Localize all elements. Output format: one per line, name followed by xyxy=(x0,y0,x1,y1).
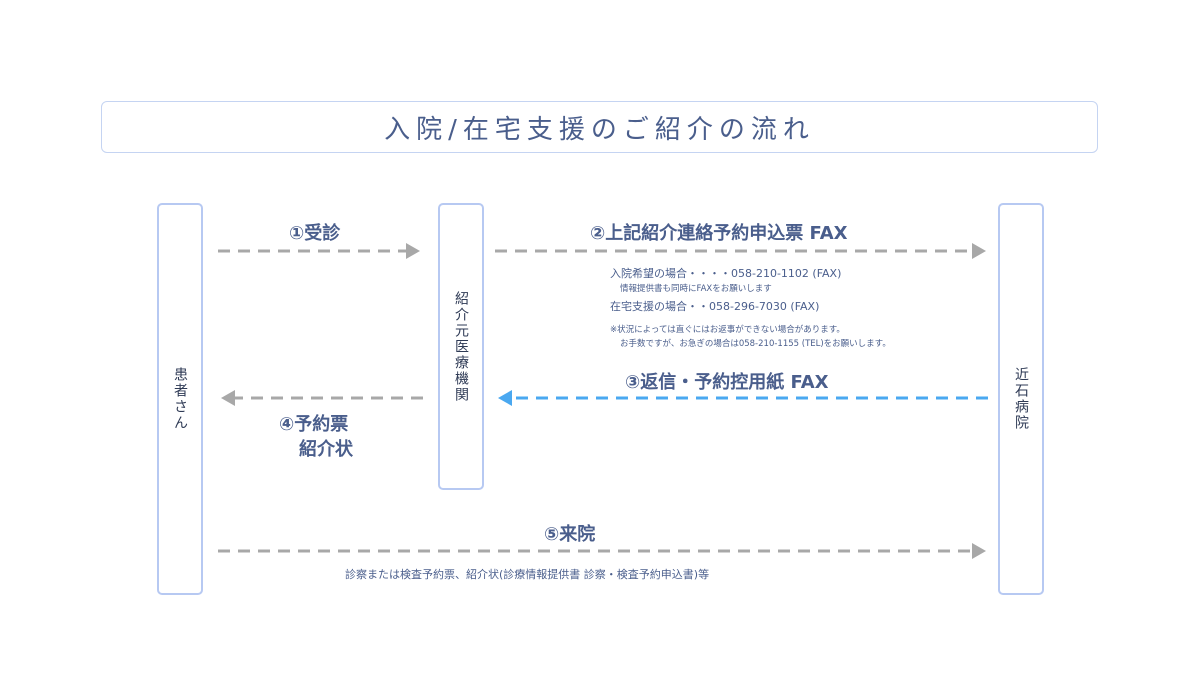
admission-fax-note: 入院希望の場合・・・・058-210-1102 (FAX) xyxy=(610,267,842,280)
admission-sub-note: 情報提供書も同時にFAXをお願いします xyxy=(620,284,772,294)
home-support-fax-note: 在宅支援の場合・・058-296-7030 (FAX) xyxy=(610,300,820,313)
actor-patient-label: 患者さん xyxy=(172,367,188,431)
page-title: 入院/在宅支援のご紹介の流れ xyxy=(384,114,815,145)
step5-label: ⑤来院 xyxy=(544,524,596,545)
actor-clinic-label: 紹介元医療機関 xyxy=(453,290,469,403)
step1-label: ①受診 xyxy=(289,223,341,244)
actor-referring-clinic: 紹介元医療機関 xyxy=(438,203,484,490)
actor-hospital-label: 近石病院 xyxy=(1013,367,1029,431)
arrow-step1 xyxy=(218,243,420,259)
actor-hospital: 近石病院 xyxy=(998,203,1044,595)
arrow-step2 xyxy=(495,243,986,259)
title-box: 入院/在宅支援のご紹介の流れ xyxy=(101,101,1098,153)
arrow-step5 xyxy=(218,543,986,559)
caution-note-line2: お手数ですが、お急ぎの場合は058-210-1155 (TEL)をお願いします。 xyxy=(620,339,891,349)
step3-label: ③返信・予約控用紙 FAX xyxy=(625,372,829,393)
step4-label-line2: 紹介状 xyxy=(299,439,353,460)
caution-note-line1: ※状況によっては直ぐにはお返事ができない場合があります。 xyxy=(610,325,845,335)
bring-items-note: 診察または検査予約票、紹介状(診療情報提供書 診察・検査予約申込書)等 xyxy=(345,568,710,581)
step4-label-line1: ④予約票 xyxy=(279,414,349,435)
actor-patient: 患者さん xyxy=(157,203,203,595)
arrow-step4 xyxy=(221,390,423,406)
step2-label: ②上記紹介連絡予約申込票 FAX xyxy=(590,223,848,244)
